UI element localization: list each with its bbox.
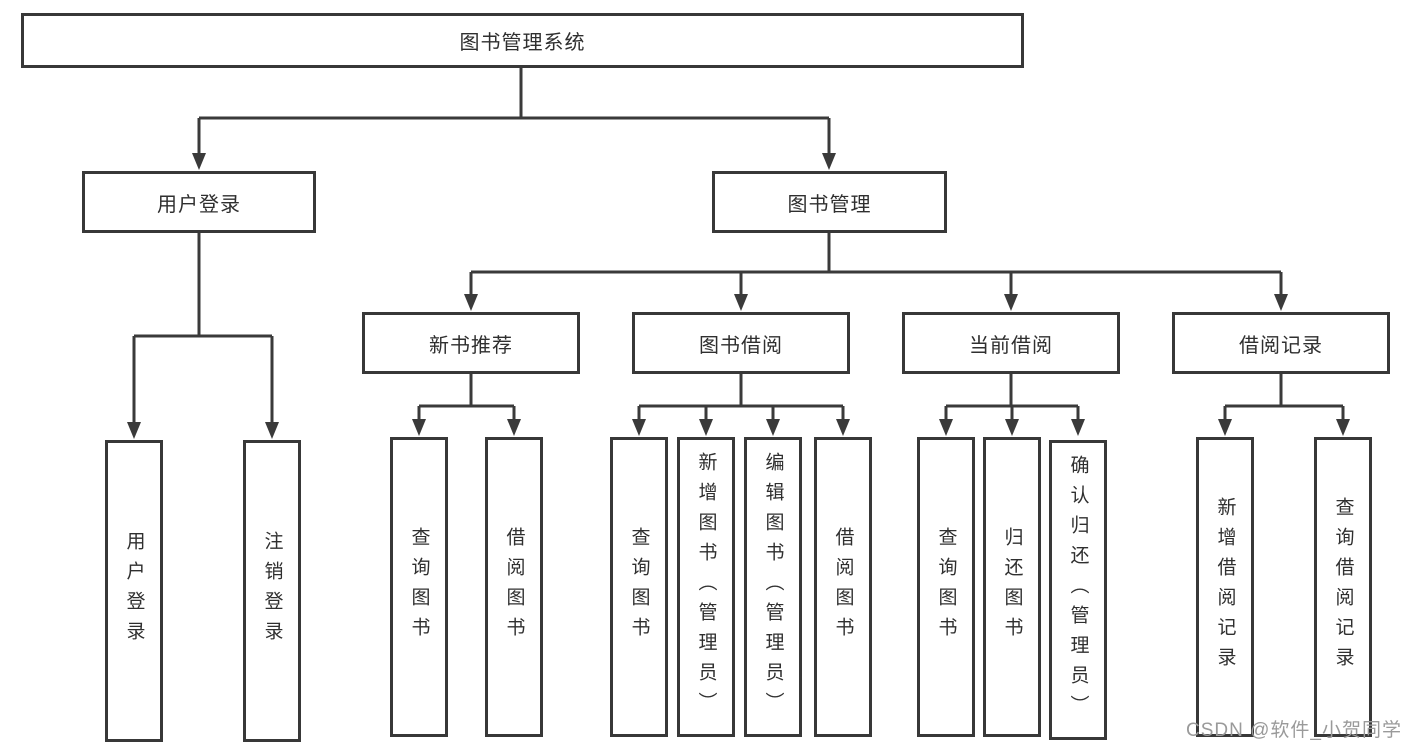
tree-branch-lines xyxy=(132,68,1345,424)
node-label: 注销登录 xyxy=(261,531,283,651)
node-borrowing-records: 借阅记录 xyxy=(1172,312,1390,374)
node-label: 借阅记录 xyxy=(1239,334,1323,357)
node-current-borrowing: 当前借阅 xyxy=(902,312,1120,374)
node-book-borrowing: 图书借阅 xyxy=(632,312,850,374)
node-label: 新书推荐 xyxy=(429,334,513,357)
node-label: 用户登录 xyxy=(123,531,145,651)
node-new-book-recommend: 新书推荐 xyxy=(362,312,580,374)
node-label: 用户登录 xyxy=(157,193,241,216)
leaf-edit-books-admin: 编辑图书（管理员） xyxy=(744,437,802,737)
node-label: 新增图书（管理员） xyxy=(695,452,717,722)
node-label: 图书管理 xyxy=(787,193,872,216)
node-book-management: 图书管理 xyxy=(712,171,947,233)
node-label: 查询图书 xyxy=(935,527,957,647)
leaf-query-borrow-record: 查询借阅记录 xyxy=(1314,437,1372,737)
leaf-return-books: 归还图书 xyxy=(983,437,1041,737)
node-label: 查询图书 xyxy=(628,527,650,647)
leaf-add-borrow-record: 新增借阅记录 xyxy=(1196,437,1254,737)
leaf-confirm-return-admin: 确认归还（管理员） xyxy=(1049,440,1107,740)
node-label: 借阅图书 xyxy=(832,527,854,647)
leaf-logout: 注销登录 xyxy=(243,440,301,742)
csdn-watermark: CSDN @软件_小贺同学 xyxy=(1186,720,1402,741)
node-user-login: 用户登录 xyxy=(82,171,316,233)
node-label: 确认归还（管理员） xyxy=(1067,455,1089,725)
node-label: 归还图书 xyxy=(1001,527,1023,647)
node-label: 图书管理系统 xyxy=(459,32,586,54)
node-label: 新增借阅记录 xyxy=(1214,497,1236,677)
node-label: 查询借阅记录 xyxy=(1332,497,1354,677)
leaf-add-books-admin: 新增图书（管理员） xyxy=(677,437,735,737)
node-label: 图书借阅 xyxy=(699,334,783,357)
leaf-borrow-books-recommend: 借阅图书 xyxy=(485,437,543,737)
arrowheads xyxy=(127,153,1350,439)
node-label: 查询图书 xyxy=(408,527,430,647)
leaf-query-books-recommend: 查询图书 xyxy=(390,437,448,737)
leaf-borrow-books-borrowing: 借阅图书 xyxy=(814,437,872,737)
node-label: 借阅图书 xyxy=(503,527,525,647)
node-label: 编辑图书（管理员） xyxy=(762,452,784,722)
leaf-user-login: 用户登录 xyxy=(105,440,163,742)
node-root-library-system: 图书管理系统 xyxy=(21,13,1024,68)
leaf-query-books-current: 查询图书 xyxy=(917,437,975,737)
node-label: 当前借阅 xyxy=(969,334,1053,357)
leaf-query-books-borrowing: 查询图书 xyxy=(610,437,668,737)
